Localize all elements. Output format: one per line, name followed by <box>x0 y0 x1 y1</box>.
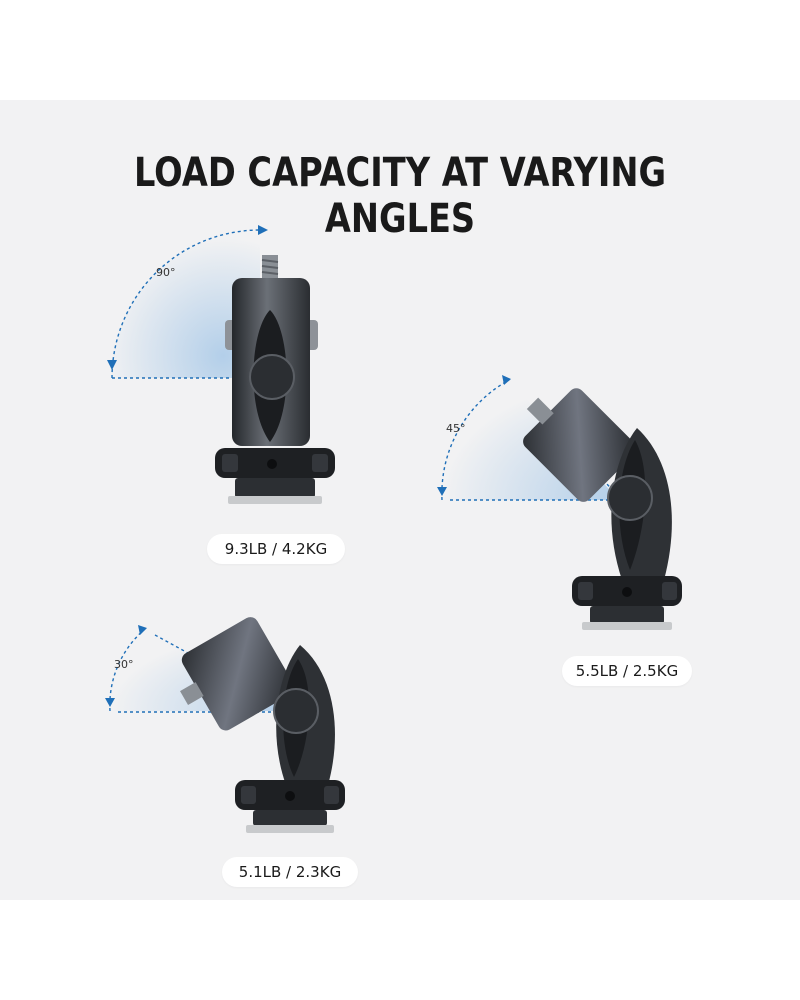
angle-label-90: 90° <box>156 266 176 279</box>
angle-label-45: 45° <box>446 422 466 435</box>
camera-mount-upright-image <box>107 225 335 504</box>
capacity-badge-45: 5.5LB / 2.5KG <box>562 656 692 686</box>
camera-mount-tilted-30-image <box>105 617 345 833</box>
page-title: LOAD CAPACITY AT VARYING ANGLES <box>133 150 667 242</box>
camera-mount-tilted-45-image <box>437 375 682 630</box>
capacity-badge-90: 9.3LB / 4.2KG <box>207 534 345 564</box>
capacity-badge-30: 5.1LB / 2.3KG <box>222 857 358 887</box>
angle-label-30: 30° <box>114 658 134 671</box>
